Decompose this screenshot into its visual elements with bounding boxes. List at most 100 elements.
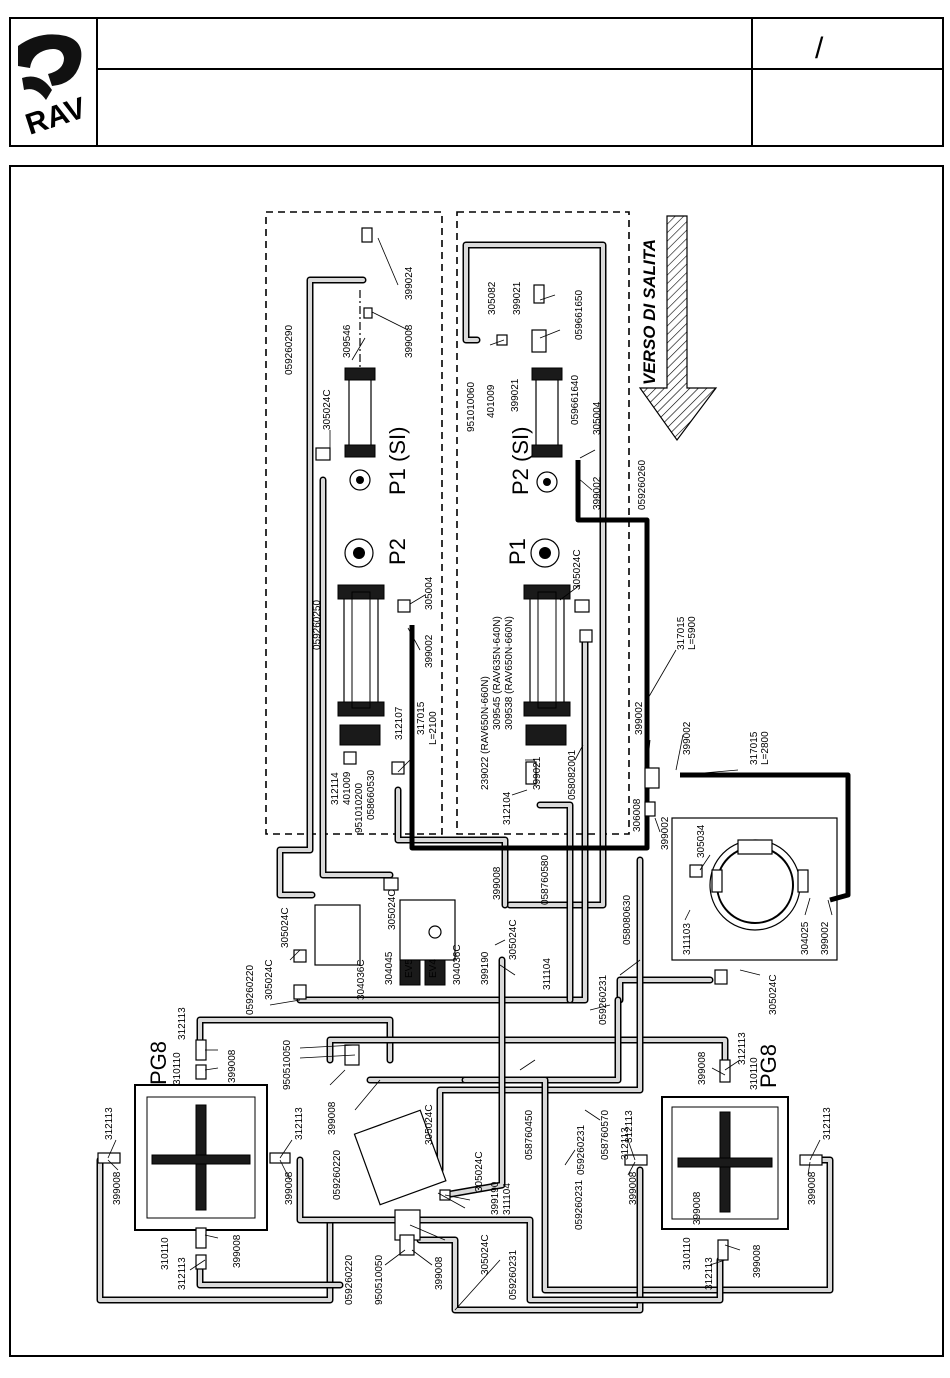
code-label: 305024C xyxy=(387,889,398,930)
cylinder-p2-left xyxy=(337,538,385,746)
label-p1: P1 xyxy=(505,538,530,565)
sheet-separator: / xyxy=(815,32,824,65)
code-label: 311103 xyxy=(682,923,693,955)
code-label: 059661650 xyxy=(574,290,585,340)
title-block: RAV / xyxy=(9,17,944,147)
code-label: 305024C xyxy=(264,959,275,1000)
code-label: 304036C xyxy=(452,944,463,985)
code-label: 059661640 xyxy=(570,375,581,425)
code-label: 399008 xyxy=(492,866,503,900)
code-label: 317015 xyxy=(416,701,427,735)
label-p2-si: P2 (SI) xyxy=(508,427,533,495)
logo-text: RAV xyxy=(22,91,90,141)
code-label: 312113 xyxy=(704,1257,715,1290)
valve-block-upper xyxy=(314,899,456,986)
code-label: 310110 xyxy=(160,1237,171,1270)
code-label: 305024C xyxy=(322,389,333,430)
code-label: 304045 xyxy=(384,951,395,985)
code-label: 951010200 xyxy=(354,783,365,833)
code-label: 399008 xyxy=(697,1051,708,1085)
code-label: 312113 xyxy=(624,1110,635,1143)
code-label: 950510050 xyxy=(374,1255,385,1305)
code-label: 059260260 xyxy=(637,460,648,510)
code-label: 399190 xyxy=(490,1181,501,1215)
rigid-pipes xyxy=(409,460,851,903)
code-label: 399008 xyxy=(227,1049,238,1083)
code-label: 310110 xyxy=(749,1057,760,1090)
code-label: 305024C xyxy=(280,907,291,948)
code-label: 399002 xyxy=(424,634,435,668)
code-label: 310110 xyxy=(682,1237,693,1270)
code-label: 306008 xyxy=(632,798,643,832)
code-label: 304025 xyxy=(800,921,811,955)
code-label: 399008 xyxy=(807,1171,818,1205)
code-label: 312113 xyxy=(620,1127,631,1160)
code-label: 309545 (RAV635N-640N) xyxy=(492,616,503,730)
code-label: 305004 xyxy=(424,576,435,610)
code-label: 401009 xyxy=(486,384,497,418)
code-label: 059260231 xyxy=(508,1250,519,1300)
cylinder-p1-right xyxy=(523,538,571,746)
label-p1-si: P1 (SI) xyxy=(385,427,410,495)
code-label: 399021 xyxy=(532,756,543,790)
label-pg8-left: PG8 xyxy=(146,1041,171,1085)
code-label: 951010060 xyxy=(466,382,477,432)
code-label: 058080630 xyxy=(622,895,633,945)
code-label: 059260220 xyxy=(245,965,256,1015)
leader-lines xyxy=(107,237,833,1311)
code-label: EV4 xyxy=(428,959,439,978)
label-pg8-right: PG8 xyxy=(756,1044,781,1088)
code-label: 309538 (RAV650N-660N) xyxy=(504,616,515,730)
cylinder-labels: P1 (SI) P2 (SI) P2 P1 PG8 PG8 xyxy=(146,427,781,1088)
code-label: 399002 xyxy=(820,921,831,955)
code-label: 059260231 xyxy=(598,975,609,1025)
code-label: 304036C xyxy=(356,959,367,1000)
code-label: 311104 xyxy=(542,958,553,990)
drawing-frame xyxy=(9,165,944,1357)
code-label: 305024C xyxy=(768,974,779,1015)
part-codes: 059260290 305024C 309546 399024 399008 0… xyxy=(104,266,833,1305)
code-label: L=2100 xyxy=(428,711,439,745)
cylinder-p2-si-right xyxy=(496,284,563,493)
code-label: 312113 xyxy=(294,1107,305,1140)
code-label: 399008 xyxy=(434,1256,445,1290)
code-label: 059260220 xyxy=(344,1255,355,1305)
code-label: 305024C xyxy=(474,1151,485,1192)
code-label: 312113 xyxy=(737,1032,748,1065)
code-label: 309546 xyxy=(342,324,353,358)
code-label: 312107 xyxy=(394,706,405,740)
code-label: 311104 xyxy=(502,1183,513,1215)
code-label: 317015 xyxy=(749,731,760,765)
code-label: 058760570 xyxy=(600,1110,611,1160)
code-label: 059260231 xyxy=(574,1180,585,1230)
code-label: 305082 xyxy=(487,281,498,315)
code-label: 399008 xyxy=(232,1234,243,1268)
cabin-area-left xyxy=(265,211,443,835)
rav-logo: RAV xyxy=(18,34,90,142)
code-label: L=5900 xyxy=(687,616,698,650)
code-label: L=2800 xyxy=(760,731,771,765)
code-label: 399008 xyxy=(404,324,415,358)
code-label: 399008 xyxy=(692,1191,703,1225)
code-label: 312113 xyxy=(822,1107,833,1140)
code-label: 399024 xyxy=(404,266,415,300)
code-label: 239022 (RAV650N-660N) xyxy=(480,676,491,790)
code-label: 312113 xyxy=(177,1007,188,1040)
code-label: 058760580 xyxy=(540,855,551,905)
code-label: 399008 xyxy=(628,1171,639,1205)
hoses xyxy=(96,241,834,1314)
code-label: 059260290 xyxy=(284,325,295,375)
code-label: 317015 xyxy=(676,616,687,650)
code-label: 058760450 xyxy=(524,1110,535,1160)
platform-pg8-left xyxy=(134,1084,268,1231)
code-label: 399002 xyxy=(634,701,645,735)
code-label: 305024C xyxy=(480,1234,491,1275)
code-label: 059260231 xyxy=(576,1125,587,1175)
code-label: 058082001 xyxy=(567,750,578,800)
pump-unit xyxy=(671,817,838,961)
code-label: 399008 xyxy=(752,1244,763,1278)
direction-arrow: VERSO DI SALITA xyxy=(638,215,718,442)
fittings xyxy=(97,447,823,1270)
code-label: 399002 xyxy=(592,476,603,510)
